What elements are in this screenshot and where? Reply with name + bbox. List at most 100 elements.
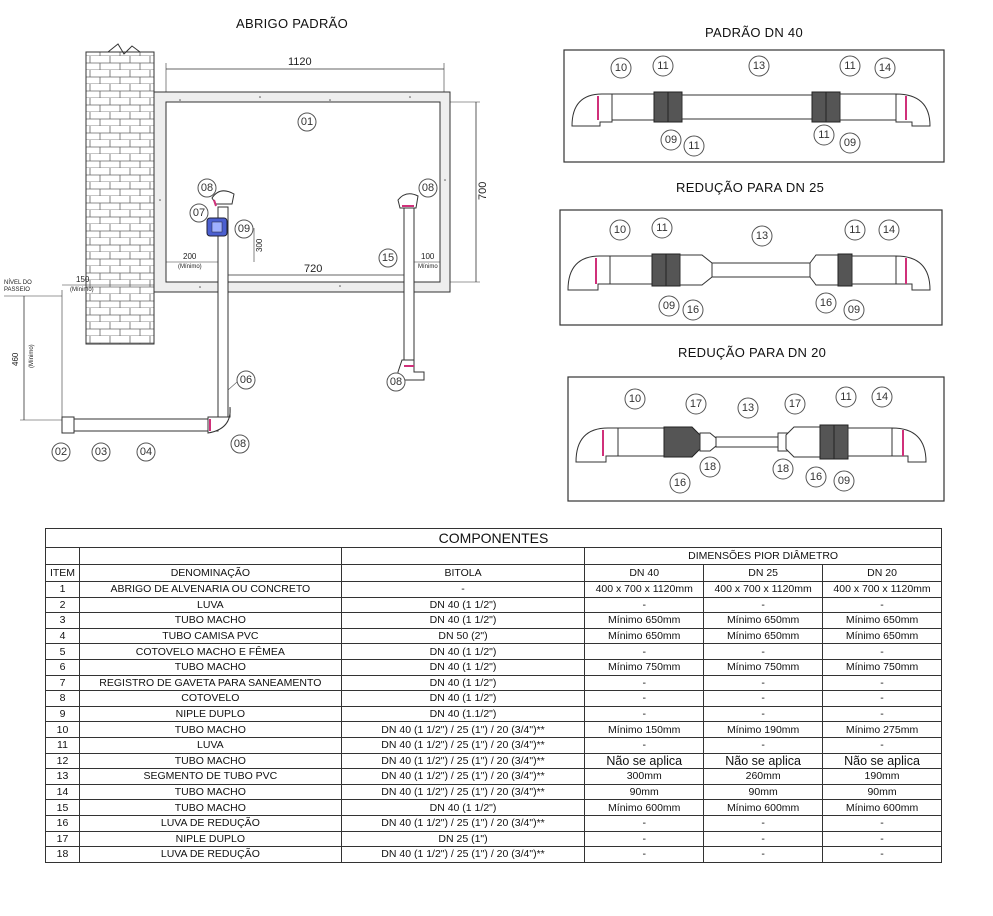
table-cell: 2 (45, 596, 80, 614)
abrigo-drawing: 1120 700 720 200 (Mínimo) 300 100 Mínimo… (4, 43, 489, 462)
abrigo-callout-08-c: 08 (386, 372, 406, 392)
col-dn20: DN 20 (822, 564, 942, 582)
table-cell: TUBO MACHO (78, 799, 342, 816)
table-cell: 8 (45, 690, 80, 707)
abrigo-callout-06: 06 (236, 370, 256, 390)
svg-text:13: 13 (756, 230, 768, 242)
abrigo-callout-08-a: 08 (197, 178, 217, 198)
table-cell: - (584, 674, 705, 692)
svg-text:09: 09 (663, 300, 675, 312)
table-cell: - (703, 690, 824, 707)
svg-text:16: 16 (687, 304, 699, 316)
abrigo-callout-07: 07 (189, 203, 209, 223)
svg-text:11: 11 (844, 60, 855, 72)
table-cell: - (703, 705, 824, 723)
table-cell: DN 40 (1 1/2") / 25 (1") / 20 (3/4")** (340, 783, 586, 801)
table-cell: Mínimo 600mm (703, 799, 824, 816)
table-cell: - (703, 596, 824, 614)
dn25-callout-11-b: 11 (844, 219, 866, 241)
table-cell: 90mm (584, 783, 705, 801)
dn20-callout-14: 14 (871, 386, 893, 408)
dim-700: 700 (477, 182, 489, 200)
table-cell: Não se aplica (703, 752, 824, 770)
dn25-callout-09-b: 09 (843, 299, 865, 321)
table-cell: Mínimo 650mm (584, 627, 705, 645)
elbow-top-right (397, 193, 419, 209)
svg-text:11: 11 (656, 222, 667, 234)
table-cell: DN 50 (2") (340, 627, 586, 645)
svg-text:14: 14 (883, 224, 895, 236)
table-cell: LUVA (78, 596, 342, 614)
svg-text:16: 16 (674, 477, 686, 489)
table-cell: - (584, 690, 705, 707)
dn20-callout-16-a: 16 (669, 472, 691, 494)
pipe-vertical-left (217, 206, 229, 418)
dn40-callout-11-d: 11 (813, 124, 835, 146)
table-cell: DN 40 (1 1/2") / 25 (1") / 20 (3/4")** (340, 814, 586, 832)
table-cell: - (584, 705, 705, 723)
table-cell: 190mm (822, 768, 942, 785)
pipe-horizontal-bottom (61, 418, 219, 432)
table-cell: COTOVELO MACHO E FÊMEA (78, 643, 342, 660)
dn40-drawing: 10 11 13 11 14 09 11 11 09 (563, 49, 945, 163)
dim-200: 200 (183, 252, 197, 261)
table-cell: - (822, 690, 942, 707)
table-cell: NIPLE DUPLO (78, 705, 342, 723)
table-title: COMPONENTES (45, 528, 942, 548)
dn25-callout-13: 13 (751, 225, 773, 247)
drawing-canvas: 1120 700 720 200 (Mínimo) 300 100 Mínimo… (4, 43, 945, 502)
table-cell: DN 40 (1 1/2") (340, 596, 586, 614)
table-cell: 12 (45, 752, 80, 770)
table-cell: ABRIGO DE ALVENARIA OU CONCRETO (78, 581, 342, 598)
table-cell: Mínimo 650mm (703, 627, 824, 645)
table-cell: Não se aplica (584, 752, 705, 770)
dn25-title: REDUÇÃO PARA DN 25 (676, 180, 825, 195)
svg-text:01: 01 (301, 116, 313, 128)
table-cell: 300mm (584, 768, 705, 785)
table-cell: DN 40 (1 1/2") / 25 (1") / 20 (3/4")** (340, 752, 586, 770)
svg-text:09: 09 (844, 137, 856, 149)
table-cell: TUBO CAMISA PVC (78, 627, 342, 645)
table-cell: 15 (45, 799, 80, 816)
dn40-callout-11-b: 11 (839, 55, 861, 77)
table-cell: LUVA (78, 736, 342, 754)
col-dn25: DN 25 (703, 564, 824, 582)
table-cell: - (703, 814, 824, 832)
table-cell: DN 40 (1 1/2") / 25 (1") / 20 (3/4")** (340, 768, 586, 785)
dn40-callout-13: 13 (748, 55, 770, 77)
table-cell: Mínimo 650mm (703, 612, 824, 629)
table-cell: 90mm (822, 783, 942, 801)
svg-text:18: 18 (704, 461, 716, 473)
table-cell: DN 40 (1.1/2") (340, 705, 586, 723)
dn20-title: REDUÇÃO PARA DN 20 (678, 345, 827, 360)
svg-text:08: 08 (390, 376, 402, 388)
table-cell: DN 40 (1 1/2") (340, 690, 586, 707)
abrigo-callout-09: 09 (234, 219, 254, 239)
abrigo-callout-01: 01 (297, 112, 317, 132)
svg-text:16: 16 (820, 297, 832, 309)
elbow-bottom (207, 406, 231, 434)
table-cell: - (822, 814, 942, 832)
dn40-callout-11-a: 11 (652, 55, 674, 77)
table-cell: Mínimo 650mm (584, 612, 705, 629)
table-cell: 10 (45, 721, 80, 738)
svg-text:15: 15 (382, 252, 394, 264)
table-cell: - (822, 674, 942, 692)
pipe-vertical-right (403, 207, 415, 369)
table-cell: TUBO MACHO (78, 752, 342, 770)
svg-text:09: 09 (838, 475, 850, 487)
table-cell: - (822, 846, 942, 863)
table-cell: Mínimo 275mm (822, 721, 942, 738)
table-cell: - (340, 581, 586, 598)
table-cell: 400 x 700 x 1120mm (822, 581, 942, 598)
table-cell: - (822, 705, 942, 723)
table-cell: DN 40 (1 1/2") (340, 674, 586, 692)
dn25-drawing: 10 11 13 11 14 09 16 16 09 (559, 209, 943, 326)
dim-150: 150 (76, 275, 90, 284)
table-cell: Mínimo 650mm (822, 612, 942, 629)
